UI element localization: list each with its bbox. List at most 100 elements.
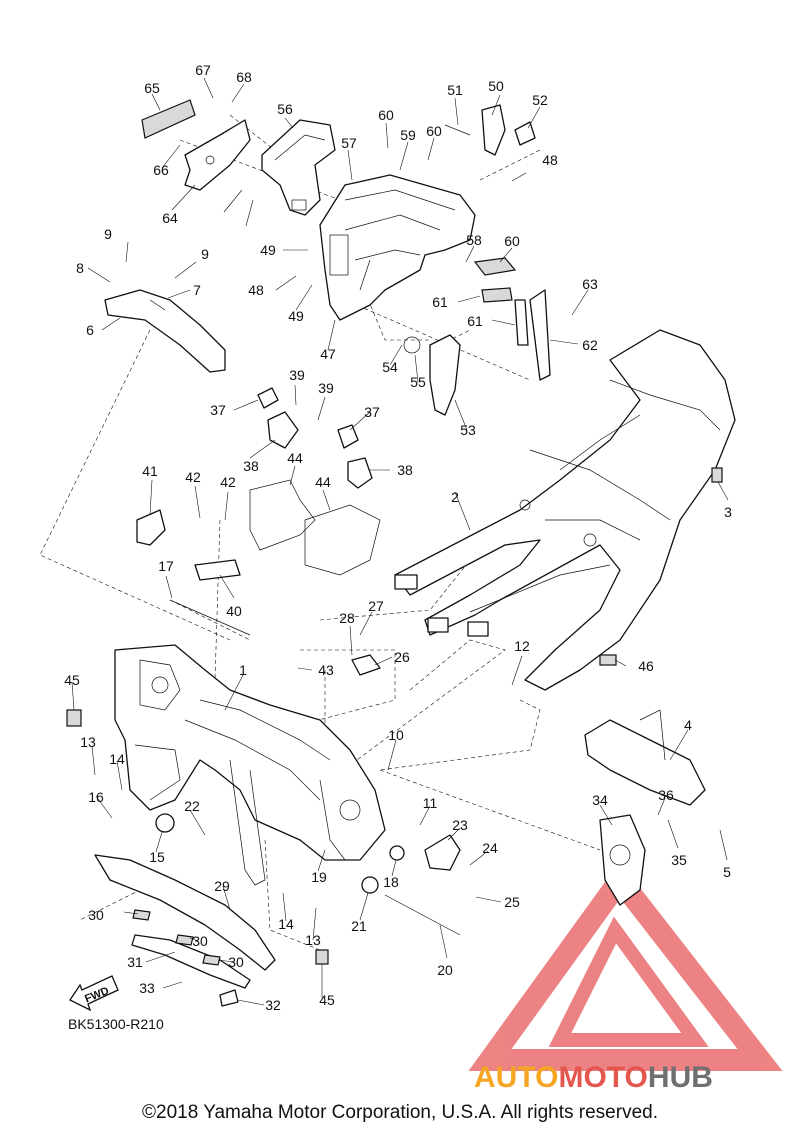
callout-14[interactable]: 14 <box>278 916 294 932</box>
callout-20[interactable]: 20 <box>437 962 453 978</box>
callout-65[interactable]: 65 <box>144 80 160 96</box>
callout-29[interactable]: 29 <box>214 878 230 894</box>
part-34 <box>599 814 646 906</box>
callout-18[interactable]: 18 <box>383 874 399 890</box>
callout-64[interactable]: 64 <box>162 210 178 226</box>
callout-39[interactable]: 39 <box>289 367 305 383</box>
bracket-4 <box>584 709 706 806</box>
callout-50[interactable]: 50 <box>488 78 504 94</box>
callout-67[interactable]: 67 <box>195 62 211 78</box>
callout-57[interactable]: 57 <box>341 135 357 151</box>
callout-39[interactable]: 39 <box>318 380 334 396</box>
callout-47[interactable]: 47 <box>320 346 336 362</box>
callout-13[interactable]: 13 <box>80 734 96 750</box>
callout-9[interactable]: 9 <box>104 226 112 242</box>
callout-66[interactable]: 66 <box>153 162 169 178</box>
callout-34[interactable]: 34 <box>592 792 608 808</box>
callout-27[interactable]: 27 <box>368 598 384 614</box>
callout-37[interactable]: 37 <box>364 404 380 420</box>
callout-49[interactable]: 49 <box>260 242 276 258</box>
callout-23[interactable]: 23 <box>452 817 468 833</box>
brand-watermark: AUTOMOTOHUB <box>474 1061 713 1094</box>
callout-26[interactable]: 26 <box>394 649 410 665</box>
plate-46 <box>599 654 617 666</box>
callout-62[interactable]: 62 <box>582 337 598 353</box>
callout-60[interactable]: 60 <box>504 233 520 249</box>
callout-45[interactable]: 45 <box>319 992 335 1008</box>
callout-53[interactable]: 53 <box>460 422 476 438</box>
diagram-code: BK51300-R210 <box>68 1016 164 1032</box>
callout-48[interactable]: 48 <box>248 282 264 298</box>
bracket-67 <box>184 119 251 191</box>
callout-61[interactable]: 61 <box>467 313 483 329</box>
callout-14[interactable]: 14 <box>109 751 125 767</box>
callout-15[interactable]: 15 <box>149 849 165 865</box>
callout-44[interactable]: 44 <box>315 474 331 490</box>
callout-7[interactable]: 7 <box>193 282 201 298</box>
part-31 <box>131 934 251 989</box>
callout-42[interactable]: 42 <box>185 469 201 485</box>
callout-30[interactable]: 30 <box>88 907 104 923</box>
callout-12[interactable]: 12 <box>514 638 530 654</box>
callout-11[interactable]: 11 <box>423 795 438 811</box>
part-52 <box>444 124 471 136</box>
callout-40[interactable]: 40 <box>226 603 242 619</box>
part-54 <box>429 334 461 416</box>
callout-17[interactable]: 17 <box>158 558 174 574</box>
callout-21[interactable]: 21 <box>351 918 367 934</box>
callout-22[interactable]: 22 <box>184 798 200 814</box>
callout-60[interactable]: 60 <box>378 107 394 123</box>
callout-10[interactable]: 10 <box>388 727 404 743</box>
callout-56[interactable]: 56 <box>277 101 293 117</box>
callout-58[interactable]: 58 <box>466 232 482 248</box>
callout-55[interactable]: 55 <box>410 374 426 390</box>
callout-24[interactable]: 24 <box>482 840 498 856</box>
callout-31[interactable]: 31 <box>127 954 143 970</box>
callout-5[interactable]: 5 <box>723 864 731 880</box>
callout-45[interactable]: 45 <box>64 672 80 688</box>
callout-59[interactable]: 59 <box>400 127 416 143</box>
callout-19[interactable]: 19 <box>311 869 327 885</box>
callout-44[interactable]: 44 <box>287 450 303 466</box>
part-37-right <box>337 424 359 449</box>
callout-43[interactable]: 43 <box>318 662 334 678</box>
callout-13[interactable]: 13 <box>305 932 321 948</box>
callout-37[interactable]: 37 <box>210 402 226 418</box>
callout-16[interactable]: 16 <box>88 789 104 805</box>
callout-38[interactable]: 38 <box>243 458 259 474</box>
brand-hub: HUB <box>648 1061 713 1094</box>
part-26 <box>351 654 381 676</box>
callout-8[interactable]: 8 <box>76 260 84 276</box>
callout-48[interactable]: 48 <box>542 152 558 168</box>
callout-32[interactable]: 32 <box>265 997 281 1013</box>
callout-25[interactable]: 25 <box>504 894 520 910</box>
callout-30[interactable]: 30 <box>192 933 208 949</box>
callout-49[interactable]: 49 <box>288 308 304 324</box>
callout-46[interactable]: 46 <box>638 658 654 674</box>
sheet-44-right <box>304 504 381 576</box>
callout-42[interactable]: 42 <box>220 474 236 490</box>
callout-3[interactable]: 3 <box>724 504 732 520</box>
callout-52[interactable]: 52 <box>532 92 548 108</box>
callout-33[interactable]: 33 <box>139 980 155 996</box>
callout-2[interactable]: 2 <box>451 489 459 505</box>
callout-63[interactable]: 63 <box>582 276 598 292</box>
callout-54[interactable]: 54 <box>382 359 398 375</box>
callout-68[interactable]: 68 <box>236 69 252 85</box>
callout-1[interactable]: 1 <box>239 662 247 678</box>
brand-moto: MOTO <box>558 1061 647 1094</box>
callout-28[interactable]: 28 <box>339 610 355 626</box>
part-68 <box>141 99 196 139</box>
callout-36[interactable]: 36 <box>658 787 674 803</box>
callout-38[interactable]: 38 <box>397 462 413 478</box>
callout-51[interactable]: 51 <box>447 82 463 98</box>
callout-9[interactable]: 9 <box>201 246 209 262</box>
callout-41[interactable]: 41 <box>142 463 158 479</box>
callout-6[interactable]: 6 <box>86 322 94 338</box>
callout-35[interactable]: 35 <box>671 852 687 868</box>
callout-4[interactable]: 4 <box>684 717 692 733</box>
callout-30[interactable]: 30 <box>228 954 244 970</box>
callout-60[interactable]: 60 <box>426 123 442 139</box>
callout-61[interactable]: 61 <box>432 294 448 310</box>
